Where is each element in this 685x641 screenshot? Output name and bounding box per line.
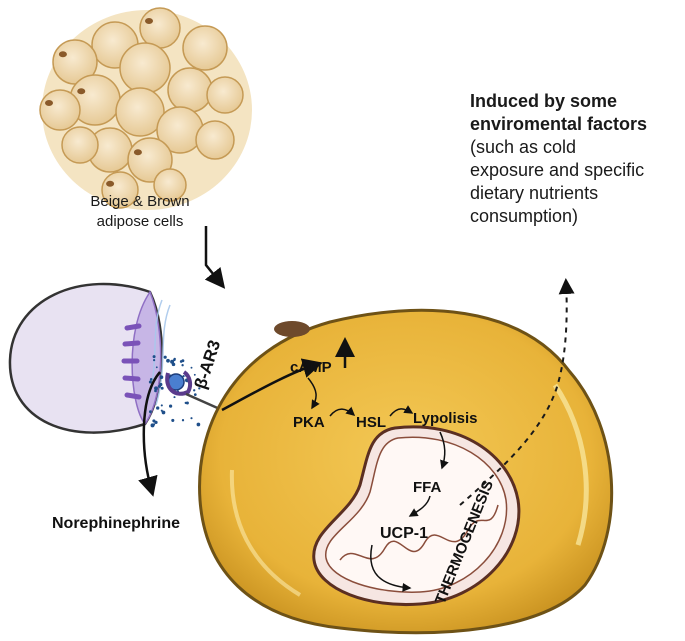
note-body-line-2: exposure and specific (470, 160, 645, 180)
synaptic-channels (121, 323, 142, 400)
neurotransmitter-dot (149, 410, 152, 414)
neurotransmitter-dot (152, 423, 156, 426)
neurotransmitter-dot (171, 418, 175, 422)
hsl-label: HSL (356, 414, 386, 431)
neurotransmitter-dot (155, 366, 158, 369)
neurotransmitter-dot (181, 364, 184, 367)
neurotransmitter-dot (148, 380, 152, 384)
adipose-cell (182, 25, 228, 71)
receptor-label: β-AR3 (191, 338, 225, 391)
neurotransmitter-dot (159, 375, 164, 379)
neurotransmitter-dot (182, 375, 185, 378)
adipose-cell (153, 168, 187, 202)
neurotransmitter-dot (153, 359, 156, 362)
pka-label: PKA (293, 414, 325, 431)
adipose-cell (119, 42, 171, 94)
environment-note: Induced by some enviromental factors (su… (470, 90, 680, 228)
adipose-cell-nucleus (133, 149, 142, 156)
ffa-label: FFA (413, 479, 441, 496)
cells-caption: Beige & Brown adipose cells (80, 192, 200, 232)
environment-dashed-arrow (459, 278, 575, 506)
lypolisis-label: Lypolisis (413, 410, 477, 427)
neurotransmitter-dot (160, 404, 163, 407)
adipose-cell-nucleus (58, 51, 67, 58)
beta-ar3-receptor (165, 370, 223, 412)
neurotransmitter-dot (161, 410, 166, 415)
adipose-cell (39, 89, 81, 131)
neurotransmitter-dot (181, 419, 185, 422)
adipose-cell-nucleus (106, 180, 115, 187)
note-body-line-1: (such as cold (470, 137, 577, 157)
adipose-cell (167, 67, 213, 113)
neurotransmitter-dot (179, 360, 183, 363)
adipose-cell-nucleus (145, 18, 153, 24)
cells-caption-line-1: Beige & Brown (90, 193, 190, 210)
neurotransmitter-dot (156, 406, 160, 410)
note-body-line-4: consumption) (470, 206, 579, 226)
cluster-to-cell-arrow (204, 226, 226, 289)
neurotransmitter-dot (154, 420, 158, 425)
note-title-line-2: enviromental factors (470, 114, 648, 134)
adipose-cell (61, 126, 99, 164)
adipose-cell-cluster (39, 7, 252, 210)
adipose-cell-nucleus (77, 88, 86, 95)
cells-caption-line-2: adipose cells (96, 213, 184, 230)
pka-to-hsl-arrow (329, 406, 356, 417)
neurotransmitter-dot (152, 355, 156, 359)
adipose-cell (115, 87, 165, 137)
norephinephrine-arrow (138, 371, 161, 497)
neurotransmitter-dot (168, 404, 173, 408)
neurotransmitter-dot (159, 382, 163, 387)
adipose-cell (195, 120, 235, 160)
adipose-cell (206, 76, 244, 114)
neurotransmitter-dot (190, 417, 193, 420)
lypolisis-to-ffa-arrow (439, 431, 449, 470)
neurotransmitter-dot (171, 362, 176, 367)
neurotransmitter-dot (190, 366, 193, 369)
neurotransmitter-dot (173, 396, 176, 399)
note-body-line-3: dietary nutrients (470, 183, 599, 203)
neurotransmitter-dot (193, 393, 197, 396)
hsl-to-lypolisis-arrow (389, 405, 414, 417)
neurotransmitter-dot (154, 386, 158, 391)
ucp1-to-thermogenesis-arrow (370, 544, 412, 592)
neurotransmitter-dot (149, 378, 153, 381)
nucleus (274, 321, 310, 337)
note-title-line-1: Induced by some (470, 91, 618, 111)
ucp1-label: UCP-1 (380, 525, 428, 542)
receptor-to-camp-arrow (221, 358, 323, 412)
neuron-terminal (8, 282, 171, 434)
neurotransmitter-dot (193, 373, 196, 376)
camp-label: cAMP (290, 359, 332, 376)
neurotransmitter-dot (173, 358, 176, 362)
neurotransmitter-dot (154, 389, 157, 393)
norephinephrine-label: Norephinephrine (52, 515, 180, 532)
neurotransmitter-dot (166, 358, 170, 363)
neurotransmitter-dot (196, 422, 201, 427)
neurotransmitter-dot (184, 401, 187, 405)
camp-to-pka-arrow (307, 377, 320, 410)
neurotransmitter-dot (163, 355, 167, 359)
neurotransmitter-dot (193, 389, 196, 392)
ffa-to-ucp1-arrow (408, 495, 431, 517)
neurotransmitter-dot (160, 386, 164, 390)
neurotransmitter-dot (198, 387, 201, 390)
adipose-cell-nucleus (45, 100, 53, 106)
adipose-cell (139, 7, 181, 49)
neurotransmitter-dot (196, 378, 200, 381)
